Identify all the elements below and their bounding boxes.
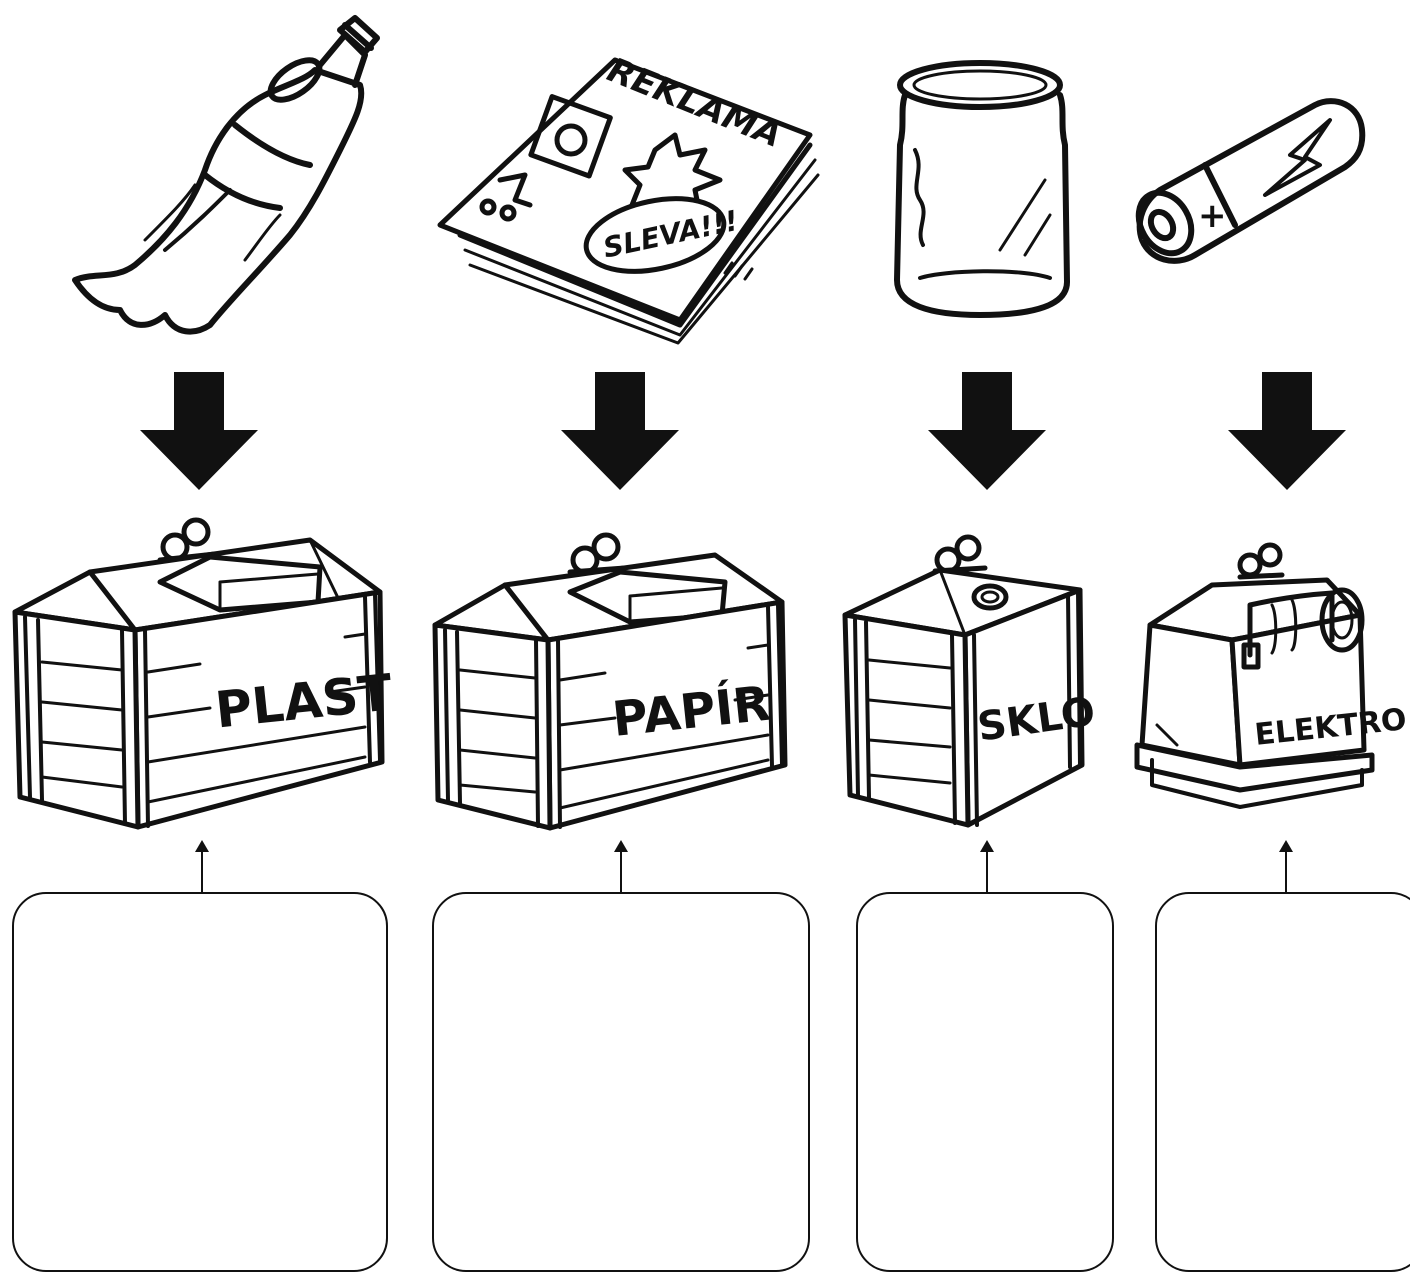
arrow-down-icon: [140, 372, 258, 490]
plastic-container-icon: PLAST: [10, 512, 390, 837]
electro-container-icon: ELEKTRO: [1132, 545, 1382, 825]
answer-box-sklo[interactable]: [856, 892, 1114, 1272]
glass-container-icon: SKLO: [840, 535, 1090, 830]
arrow-down-icon: [1228, 372, 1346, 490]
arrow-down-icon: [561, 372, 679, 490]
newspaper-stack-icon: REKLAMA SLEVA!!!: [430, 55, 820, 340]
arrow-up-small-icon: [611, 840, 631, 895]
plastic-bottle-icon: [55, 10, 395, 350]
paper-container-icon: PAPÍR: [430, 530, 790, 835]
arrow-up-small-icon: [192, 840, 212, 895]
recycling-worksheet: REKLAMA SLEVA!!!: [0, 0, 1410, 1243]
arrow-down-icon: [928, 372, 1046, 490]
answer-box-papir[interactable]: [432, 892, 810, 1272]
battery-icon: +: [1120, 95, 1370, 275]
arrow-up-small-icon: [1276, 840, 1296, 895]
answer-box-plast[interactable]: [12, 892, 388, 1272]
glass-jar-icon: [885, 50, 1085, 325]
battery-plus-symbol: +: [1198, 196, 1227, 236]
arrow-up-small-icon: [977, 840, 997, 895]
answer-box-elektro[interactable]: [1155, 892, 1410, 1272]
